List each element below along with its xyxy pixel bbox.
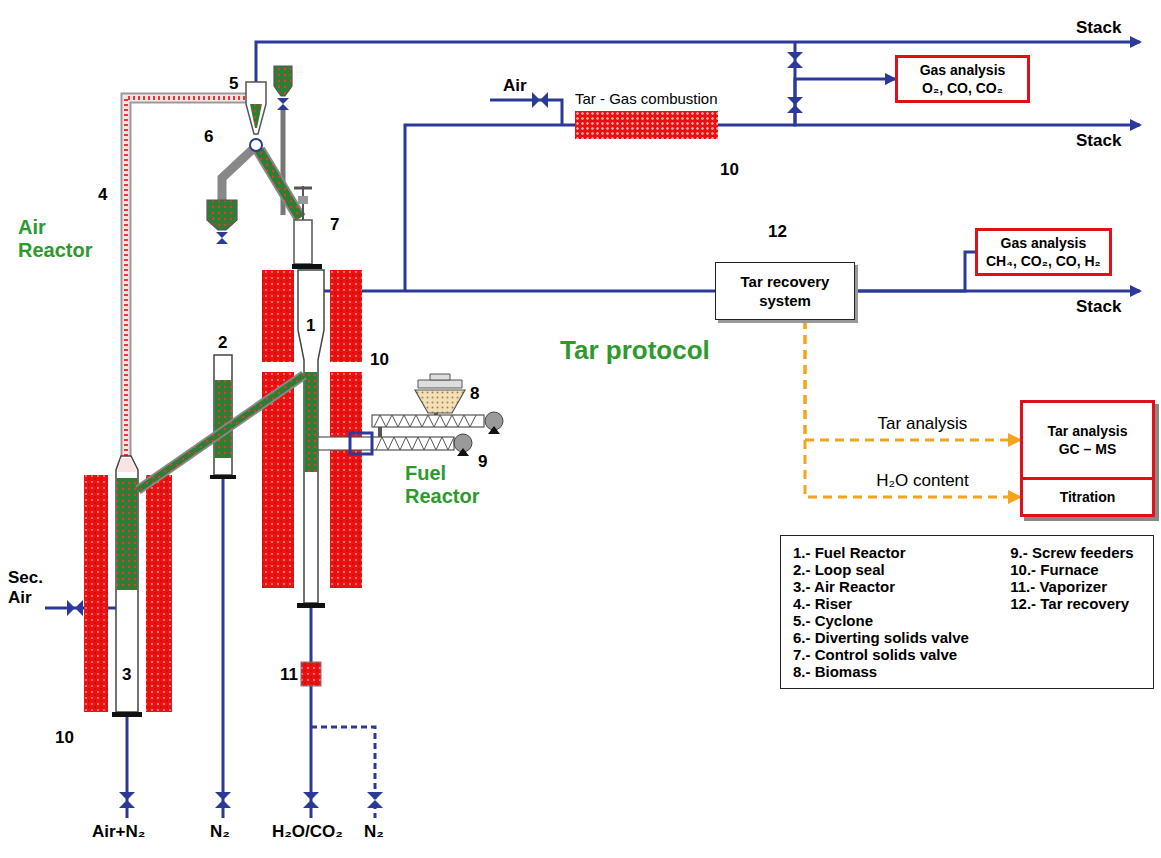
edge-label: H₂O content xyxy=(874,471,971,491)
stream-label: Stack xyxy=(1076,297,1121,317)
callout-number: 2 xyxy=(218,333,227,353)
key-box: 1.- Fuel Reactor2.- Loop seal3.- Air Rea… xyxy=(780,535,1154,689)
box-text: Tar analysis xyxy=(1027,422,1148,440)
key-entry: 3.- Air Reactor xyxy=(793,578,976,595)
callout-number: 6 xyxy=(204,127,213,147)
analyzer-box: Gas analysisO₂, CO, CO₂ xyxy=(895,55,1030,103)
reactor-label: Fuel Reactor xyxy=(405,462,477,508)
box-text: Gas analysis xyxy=(906,61,1019,79)
callout-number: 8 xyxy=(470,384,479,404)
key-entry: 10.- Furnace xyxy=(1010,561,1141,578)
titration-box: Titration xyxy=(1020,477,1155,517)
combustor-box: Tar - Gas combustion xyxy=(575,89,718,139)
key-entry: 11.- Vaporizer xyxy=(1010,578,1141,595)
stream-label: H₂O/CO₂ xyxy=(272,822,343,842)
edge-label: Tar analysis xyxy=(876,414,970,434)
box-text: Titration xyxy=(1027,488,1148,506)
sample-line xyxy=(805,320,1020,440)
box-text: Tar - Gas combustion xyxy=(575,89,718,109)
tar-recovery-box: Tar recovery system xyxy=(715,262,855,320)
key-entry: 2.- Loop seal xyxy=(793,561,976,578)
box-text: Gas analysis xyxy=(986,234,1101,252)
sample-line xyxy=(805,320,1020,497)
gas-line xyxy=(718,79,895,125)
callout-number: 12 xyxy=(768,222,787,242)
key-entry: 6.- Diverting solids valve xyxy=(793,629,976,646)
stream-label: Stack xyxy=(1076,131,1121,151)
combustion-chamber xyxy=(575,111,718,139)
key-entry: 4.- Riser xyxy=(793,595,976,612)
callout-number: 10 xyxy=(55,728,74,748)
key-entry: 5.- Cyclone xyxy=(793,612,976,629)
gas-line xyxy=(855,252,975,291)
callout-number: 3 xyxy=(122,665,131,685)
callout-number: 10 xyxy=(370,350,389,370)
stream-label: Air xyxy=(503,76,527,96)
analyzer-box: Gas analysisCH₄, CO₂, CO, H₂ xyxy=(975,228,1112,276)
box-text: CH₄, CO₂, CO, H₂ xyxy=(986,252,1101,270)
callout-number: 9 xyxy=(478,452,487,472)
stream-label: Stack xyxy=(1076,18,1121,38)
box-text: O₂, CO, CO₂ xyxy=(906,79,1019,97)
box-text: GC – MS xyxy=(1027,440,1148,458)
callout-number: 10 xyxy=(720,160,739,180)
box-text: Tar recovery system xyxy=(722,272,848,310)
key-entry: 1.- Fuel Reactor xyxy=(793,544,976,561)
analysis-box: Tar analysisGC – MS xyxy=(1020,400,1155,480)
callout-number: 11 xyxy=(280,665,298,685)
stream-label: N₂ xyxy=(364,822,384,842)
callout-number: 5 xyxy=(229,74,238,94)
callout-number: 7 xyxy=(330,215,339,235)
key-entry: 9.- Screw feeders xyxy=(1010,544,1141,561)
key-entry: 7.- Control solids valve xyxy=(793,646,976,663)
key-entry: 8.- Biomass xyxy=(793,663,976,680)
callout-number: 4 xyxy=(98,185,107,205)
stream-label: Sec. Air xyxy=(8,568,54,608)
stream-label: N₂ xyxy=(210,822,230,842)
callout-number: 1 xyxy=(306,316,315,336)
stream-label: Air+N₂ xyxy=(92,822,145,842)
reactor-label: Air Reactor xyxy=(18,216,88,262)
section-title: Tar protocol xyxy=(560,335,710,365)
key-entry: 12.- Tar recovery xyxy=(1010,595,1141,612)
